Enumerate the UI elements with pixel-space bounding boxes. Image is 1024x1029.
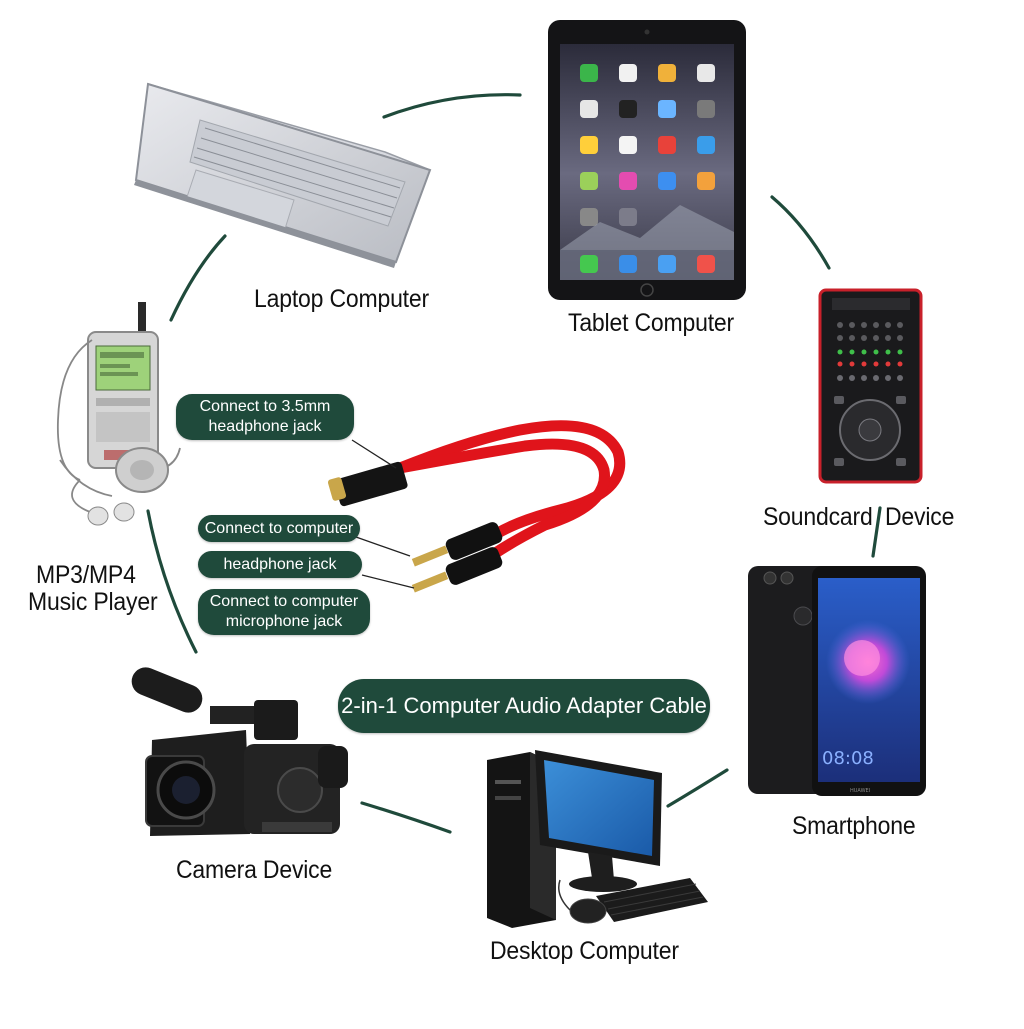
callout-microphone-jack-line2: microphone jack xyxy=(225,613,343,630)
mp3-label-line1: MP3/MP4 xyxy=(36,561,136,589)
audio-splitter-cable-icon xyxy=(327,420,626,593)
laptop-label: Laptop Computer xyxy=(254,285,429,313)
connector-tablet-soundcard xyxy=(770,195,831,270)
tablet-label: Tablet Computer xyxy=(568,309,735,337)
callout-3-5mm-jack-line1: Connect to 3.5mm xyxy=(199,398,331,415)
smartphone-label: Smartphone xyxy=(792,812,916,840)
smartphone-icon: 08:08 HUAWEI xyxy=(748,566,926,796)
phone-clock: 08:08 xyxy=(822,748,874,769)
callout-headphone-jack-text: headphone jack xyxy=(223,555,337,573)
desktop-computer-icon xyxy=(487,750,708,928)
connector-smartphone-desktop xyxy=(666,768,729,808)
callout-pointer-lines xyxy=(351,439,415,589)
phone-brand: HUAWEI xyxy=(850,788,870,794)
callout-microphone-jack: Connect to computer microphone jack xyxy=(198,589,370,635)
connector-mp3-laptop xyxy=(169,234,227,322)
callout-3-5mm-jack: Connect to 3.5mm headphone jack xyxy=(176,394,354,440)
callout-connect-computer-text: Connect to computer xyxy=(204,519,354,537)
soundcard-label: Soundcard Device xyxy=(763,503,955,531)
callout-connect-computer: Connect to computer xyxy=(198,515,360,542)
tablet-icon xyxy=(548,20,746,300)
mp3-label-line2: Music Player xyxy=(28,588,158,616)
diagram-title-text: 2-in-1 Computer Audio Adapter Cable xyxy=(341,693,707,718)
soundcard-icon xyxy=(818,288,923,484)
connector-lines xyxy=(146,93,882,834)
callout-3-5mm-jack-line2: headphone jack xyxy=(208,418,322,435)
connector-camera-mp3 xyxy=(146,509,198,654)
diagram-title: 2-in-1 Computer Audio Adapter Cable xyxy=(338,679,710,733)
callout-headphone-jack: headphone jack xyxy=(198,551,362,578)
camera-icon xyxy=(131,667,348,836)
connector-laptop-tablet xyxy=(382,93,522,119)
camera-label: Camera Device xyxy=(176,856,333,884)
callout-microphone-jack-line1: Connect to computer xyxy=(209,593,359,610)
mp3-player-icon xyxy=(56,302,181,526)
laptop-icon xyxy=(134,82,432,268)
connector-soundcard-smartphone xyxy=(871,506,882,558)
desktop-label: Desktop Computer xyxy=(490,937,679,965)
connector-desktop-camera xyxy=(360,801,452,834)
